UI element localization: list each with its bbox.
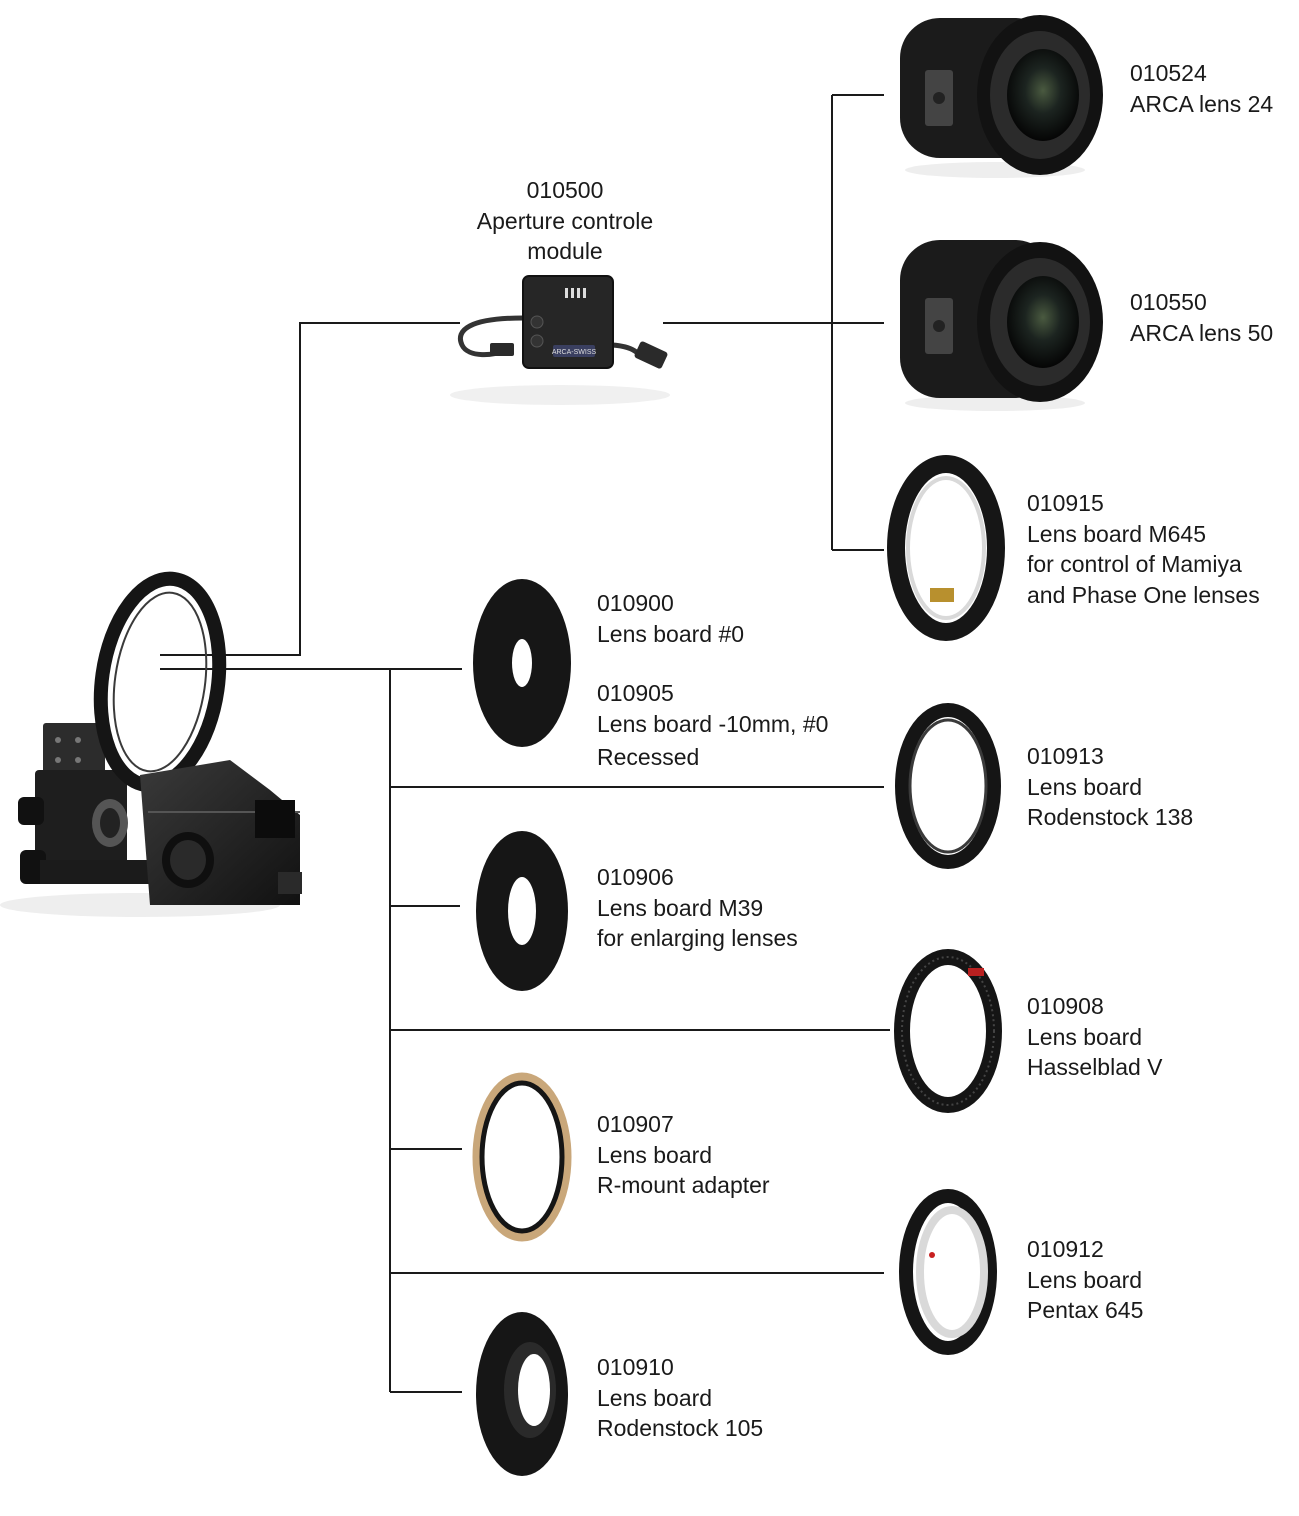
item-name-line: R-mount adapter [597, 1172, 770, 1198]
connector-lines [160, 94, 890, 1393]
item-name-line: Lens board -10mm, #0 [597, 710, 829, 737]
lens-board-rodenstock-138-label: 010913 Lens board Rodenstock 138 [1027, 741, 1193, 833]
lens-board-recessed-label: 010905 Lens board -10mm, #0 Recessed [597, 678, 828, 773]
lens-board-m645-label: 010915 Lens board M645 for control of Ma… [1027, 488, 1260, 610]
lens-board-hasselblad-v-image [894, 949, 1002, 1113]
module-badge: ARCA-SWISS [552, 349, 597, 356]
lens-board-m645-image [887, 455, 1005, 641]
lens-board-hasselblad-v-label: 010908 Lens board Hasselblad V [1027, 991, 1163, 1083]
lens-board-r-mount-adapter-label: 010907 Lens board R-mount adapter [597, 1109, 770, 1201]
item-code: 010500 [526, 177, 604, 203]
arca-lens-24-label: 010524 ARCA lens 24 [1130, 58, 1273, 119]
item-name-line: Lens board [1027, 1266, 1143, 1293]
item-code: 010524 [1130, 60, 1207, 86]
item-name-line: module [527, 238, 603, 264]
item-code: 010912 [1027, 1236, 1104, 1262]
item-name-line: Lens board [1027, 1023, 1143, 1050]
module-label: 010500 Aperture controle module [465, 175, 665, 267]
lens-board-rodenstock-105-image [476, 1312, 568, 1476]
lens-board-rodenstock-105-label: 010910 Lens board Rodenstock 105 [597, 1352, 763, 1444]
item-code: 010906 [597, 864, 674, 890]
lens-board-m39-image [476, 831, 568, 991]
aperture-module-image: ARCA-SWISS [450, 275, 670, 405]
arca-lens-50-image [900, 240, 1103, 411]
item-name-line: Lens board [1027, 773, 1143, 800]
item-name-line: Lens board M39 [597, 894, 764, 921]
item-name-line: Aperture controle [476, 207, 654, 234]
item-name-line: Pentax 645 [1027, 1297, 1144, 1323]
lens-board-pentax-645-image [899, 1189, 997, 1355]
item-name-line: Lens board [597, 1141, 713, 1168]
lens-board-pentax-645-label: 010912 Lens board Pentax 645 [1027, 1234, 1143, 1326]
item-name-line: Recessed [597, 744, 700, 770]
item-code: 010910 [597, 1354, 674, 1380]
item-code: 010913 [1027, 743, 1104, 769]
item-name-line: Lens board [597, 1384, 713, 1411]
lens-board-0-label: 010900 Lens board #0 [597, 588, 744, 649]
arca-lens-24-image [900, 15, 1103, 178]
item-code: 010907 [597, 1111, 674, 1137]
item-code: 010905 [597, 680, 674, 706]
lens-board-rodenstock-138-image [895, 703, 1001, 869]
item-name-line: for enlarging lenses [597, 925, 798, 951]
item-name-line: Rodenstock 105 [597, 1415, 764, 1441]
item-name-line: Lens board M645 [1027, 520, 1207, 547]
item-name-line: Hasselblad V [1027, 1054, 1163, 1080]
item-name-line: for control of Mamiya [1027, 551, 1242, 577]
item-code: 010908 [1027, 993, 1104, 1019]
arca-lens-50-label: 010550 ARCA lens 50 [1130, 287, 1273, 348]
item-code: 010900 [597, 590, 674, 616]
lens-board-m39-label: 010906 Lens board M39 for enlarging lens… [597, 862, 798, 954]
item-code: 010915 [1027, 490, 1104, 516]
lens-board-r-mount-adapter-image [472, 1072, 572, 1242]
item-name-line: ARCA lens 24 [1130, 90, 1274, 117]
camera-body-image [0, 571, 302, 917]
item-name-line: and Phase One lenses [1027, 581, 1260, 608]
item-name-line: Lens board #0 [597, 620, 745, 647]
lens-board-0-image [473, 579, 571, 747]
item-code: 010550 [1130, 289, 1207, 315]
item-name-line: Rodenstock 138 [1027, 804, 1194, 830]
item-name-line: ARCA lens 50 [1130, 319, 1274, 346]
